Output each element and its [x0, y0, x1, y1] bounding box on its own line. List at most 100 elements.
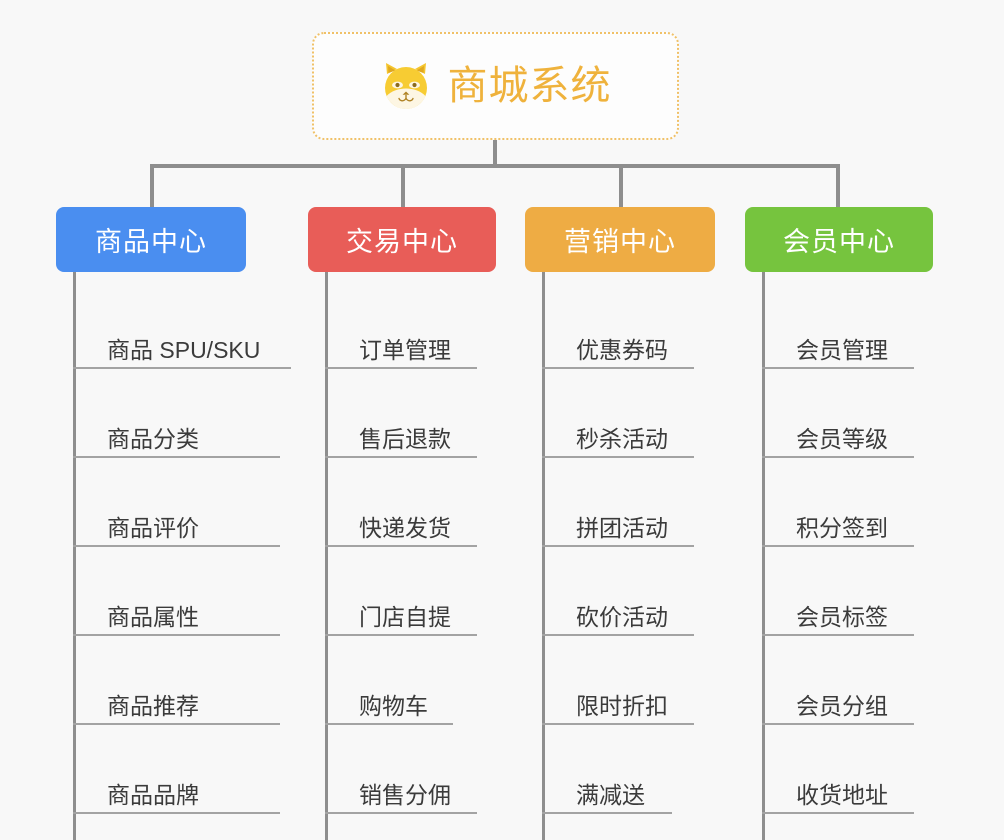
list-item[interactable]: 商品品牌	[73, 725, 286, 814]
branch-spine	[542, 272, 545, 840]
list-item[interactable]: 收货地址	[762, 725, 945, 814]
item-label: 销售分佣	[359, 781, 451, 808]
list-item[interactable]: 满减送	[542, 725, 725, 814]
branch-spine	[762, 272, 765, 840]
item-label: 快递发货	[359, 514, 451, 541]
item-label: 商品推荐	[107, 692, 199, 719]
item-label: 会员等级	[796, 425, 888, 452]
item-underline	[542, 812, 672, 814]
connector-drop-product-center	[150, 166, 154, 208]
item-label: 商品评价	[107, 514, 199, 541]
item-label: 秒杀活动	[576, 425, 668, 452]
root-title: 商城系统	[447, 64, 612, 108]
item-label: 商品分类	[107, 425, 199, 452]
item-underline	[73, 812, 280, 814]
item-underline	[73, 456, 280, 458]
item-underline	[542, 456, 694, 458]
list-item[interactable]: 售后退款	[325, 369, 508, 458]
item-underline	[325, 723, 453, 725]
item-label: 购物车	[359, 692, 428, 719]
item-underline	[762, 545, 914, 547]
item-underline	[325, 634, 477, 636]
list-item[interactable]: 商品分类	[73, 369, 286, 458]
list-item[interactable]: 销售分佣	[325, 725, 508, 814]
item-label: 商品 SPU/SKU	[107, 336, 261, 363]
connector-drop-marketing-center	[619, 166, 623, 208]
category-header-marketing-center[interactable]: 营销中心	[525, 207, 715, 272]
list-item[interactable]: 会员分组	[762, 636, 945, 725]
item-label: 商品属性	[107, 603, 199, 630]
item-label: 商品品牌	[107, 781, 199, 808]
item-underline	[762, 456, 914, 458]
item-label: 积分签到	[796, 514, 888, 541]
item-label: 会员管理	[796, 336, 888, 363]
item-underline	[542, 545, 694, 547]
category-label: 交易中心	[346, 227, 458, 257]
item-underline	[762, 367, 914, 369]
item-list-marketing-center: 优惠券码 秒杀活动 拼团活动 砍价活动 限时折扣 满减送	[525, 272, 725, 840]
item-underline	[325, 812, 477, 814]
item-underline	[542, 367, 694, 369]
list-item[interactable]: 砍价活动	[542, 547, 725, 636]
item-label: 订单管理	[359, 336, 451, 363]
list-item[interactable]: 商品 SPU/SKU	[73, 280, 291, 369]
list-item[interactable]: 会员管理	[762, 280, 945, 369]
item-label: 会员标签	[796, 603, 888, 630]
list-item[interactable]: 秒杀活动	[542, 369, 725, 458]
item-label: 拼团活动	[576, 514, 668, 541]
item-underline	[325, 545, 477, 547]
list-item[interactable]: 商品推荐	[73, 636, 286, 725]
item-underline	[542, 634, 694, 636]
category-header-member-center[interactable]: 会员中心	[745, 207, 933, 272]
list-item[interactable]: 订单管理	[325, 280, 508, 369]
list-item[interactable]: 商品评价	[73, 458, 286, 547]
item-underline	[762, 812, 914, 814]
item-label: 满减送	[576, 781, 645, 808]
connector-horizontal-bus	[150, 164, 840, 168]
item-label: 限时折扣	[576, 692, 668, 719]
item-underline	[73, 545, 280, 547]
shiba-dog-face-icon	[380, 60, 432, 112]
list-item[interactable]: 拼团活动	[542, 458, 725, 547]
list-item[interactable]: 会员等级	[762, 369, 945, 458]
branch-spine	[325, 272, 328, 840]
item-label: 收货地址	[796, 781, 888, 808]
category-label: 会员中心	[783, 227, 895, 257]
item-label: 售后退款	[359, 425, 451, 452]
item-underline	[73, 723, 280, 725]
item-underline	[762, 723, 914, 725]
list-item[interactable]: 限时折扣	[542, 636, 725, 725]
item-label: 会员分组	[796, 692, 888, 719]
list-item[interactable]: 优惠券码	[542, 280, 725, 369]
branch-marketing-center: 营销中心 优惠券码 秒杀活动 拼团活动 砍价活动 限时折扣	[525, 207, 725, 840]
list-item[interactable]: 会员标签	[762, 547, 945, 636]
item-list-member-center: 会员管理 会员等级 积分签到 会员标签 会员分组 收货地址	[745, 272, 945, 840]
list-item[interactable]: 商品属性	[73, 547, 286, 636]
list-item[interactable]: 门店自提	[325, 547, 508, 636]
branch-product-center: 商品中心 商品 SPU/SKU 商品分类 商品评价 商品属性 商品推荐	[56, 207, 291, 840]
item-list-trade-center: 订单管理 售后退款 快递发货 门店自提 购物车 销售分佣	[308, 272, 508, 840]
branch-spine	[73, 272, 76, 840]
item-label: 优惠券码	[576, 336, 668, 363]
item-underline	[762, 634, 914, 636]
list-item[interactable]: 购物车	[325, 636, 508, 725]
branch-trade-center: 交易中心 订单管理 售后退款 快递发货 门店自提 购物车	[308, 207, 508, 840]
category-header-trade-center[interactable]: 交易中心	[308, 207, 496, 272]
connector-root-stem	[493, 140, 497, 166]
category-header-product-center[interactable]: 商品中心	[56, 207, 246, 272]
item-list-product-center: 商品 SPU/SKU 商品分类 商品评价 商品属性 商品推荐 商品品牌	[56, 272, 291, 840]
item-label: 砍价活动	[576, 603, 668, 630]
connector-drop-trade-center	[401, 166, 405, 208]
item-underline	[325, 367, 477, 369]
connector-drop-member-center	[836, 166, 840, 208]
list-item[interactable]: 积分签到	[762, 458, 945, 547]
root-node[interactable]: 商城系统	[312, 32, 679, 140]
list-item[interactable]: 快递发货	[325, 458, 508, 547]
item-underline	[73, 367, 291, 369]
item-underline	[542, 723, 694, 725]
item-underline	[73, 634, 280, 636]
item-underline	[325, 456, 477, 458]
category-label: 商品中心	[95, 227, 207, 257]
category-label: 营销中心	[564, 227, 676, 257]
